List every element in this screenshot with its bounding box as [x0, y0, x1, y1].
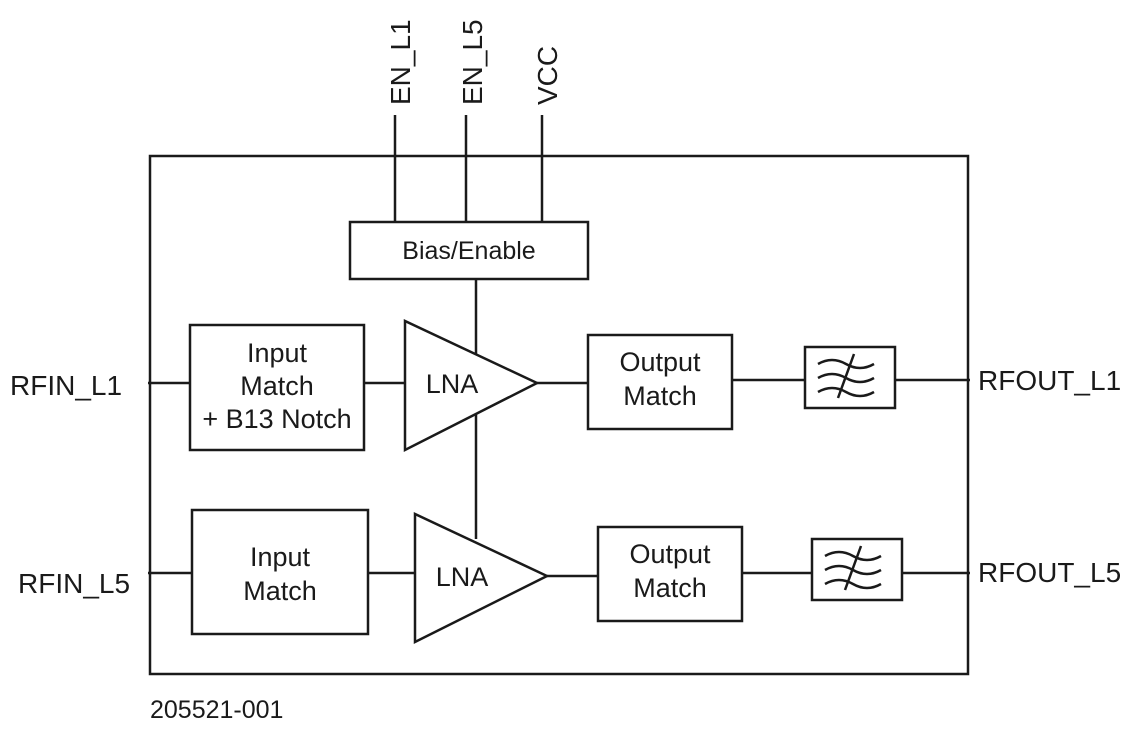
input-match-l1-line1: Input: [247, 338, 308, 368]
output-match-l1-block: [586, 333, 734, 431]
filter-l5-icon: [810, 537, 904, 602]
pin-en-l5-label: EN_L5: [457, 19, 488, 105]
pin-rfout-l5-label: RFOUT_L5: [978, 557, 1121, 588]
bias-enable-label: Bias/Enable: [402, 237, 535, 265]
output-match-l5-line2: Match: [633, 573, 707, 603]
lna-l1-amplifier: [403, 319, 540, 453]
filter-l1-icon: [803, 345, 897, 410]
lna-l1-label: LNA: [426, 369, 479, 399]
figure-id: 205521-001: [150, 696, 283, 724]
output-match-l5-block: [596, 525, 744, 623]
pin-vcc-label: VCC: [532, 46, 563, 105]
lna-l5-label: LNA: [436, 562, 489, 592]
input-match-l1-line2: Match: [240, 371, 314, 401]
pin-rfin-l5-label: RFIN_L5: [18, 568, 130, 599]
output-match-l5-line1: Output: [629, 539, 711, 569]
input-match-l1-block: [188, 323, 366, 452]
input-match-l5-block: [190, 508, 370, 636]
input-match-l1-line3: + B13 Notch: [202, 404, 351, 434]
pin-rfout-l1-label: RFOUT_L1: [978, 365, 1121, 396]
input-match-l5-line1: Input: [250, 542, 311, 572]
pin-en-l1-label: EN_L1: [385, 19, 416, 105]
input-match-l5-line2: Match: [243, 576, 317, 606]
output-match-l1-line2: Match: [623, 381, 697, 411]
pin-rfin-l1-label: RFIN_L1: [10, 370, 122, 401]
lna-l5-amplifier: [413, 512, 550, 645]
bias-enable-block: [348, 220, 590, 281]
output-match-l1-line1: Output: [619, 347, 701, 377]
